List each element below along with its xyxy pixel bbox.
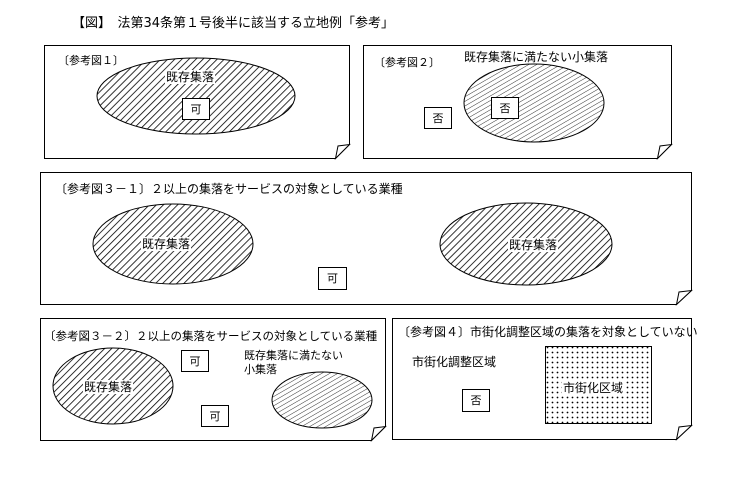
panel-31-right-label: 既存集落: [508, 238, 559, 252]
panel-31-mark-box: 可: [318, 267, 347, 290]
panel-1-label: 〔参考図１〕: [58, 54, 124, 67]
panel-2-label: 〔参考図２〕: [374, 56, 440, 69]
page-title: 【図】 法第34条第１号後半に該当する立地例「参考」: [72, 16, 395, 31]
panel-32-curl: [370, 425, 387, 443]
panel-4-inner-label: 市街化区域: [562, 381, 625, 395]
panel-32-small-label-1: 既存集落に満たない: [244, 349, 343, 362]
panel-4-mark-box: 否: [462, 389, 490, 412]
panel-32-label: 〔参考図３－２〕２以上の集落をサービスの対象としている業種: [44, 329, 378, 343]
panel-4-region-label: 市街化調整区域: [412, 355, 497, 369]
panel-32-small-label-2: 小集落: [244, 363, 277, 376]
panel-1-ellipse: [96, 57, 296, 135]
panel-31-left-label: 既存集落: [141, 237, 192, 251]
panel-4-curl: [675, 424, 693, 441]
panel-1-curl: [334, 143, 351, 161]
panel-32-left-label: 既存集落: [83, 380, 134, 394]
panel-32-mark-bottom-box: 可: [201, 405, 229, 427]
panel-31-curl: [675, 289, 693, 306]
panel-1-ellipse-label: 既存集落: [165, 70, 216, 84]
panel-4-label: 〔参考図４〕市街化調整区域の集落を対象としていない: [398, 325, 698, 339]
panel-32-mark-top-box: 可: [181, 350, 209, 372]
panel-2-curl: [656, 143, 673, 161]
panel-2-mark-in-box: 否: [491, 97, 519, 119]
panel-2-mark-left-box: 否: [424, 107, 452, 129]
panel-1-mark-box: 可: [182, 98, 210, 120]
panel-31-label: 〔参考図３－１〕２以上の集落をサービスの対象としている業種: [55, 182, 403, 196]
panel-2-ellipse: [463, 63, 605, 143]
panel-32-ellipse-right: [271, 371, 373, 429]
panel-2-ellipse-label: 既存集落に満たない小集落: [464, 50, 609, 64]
